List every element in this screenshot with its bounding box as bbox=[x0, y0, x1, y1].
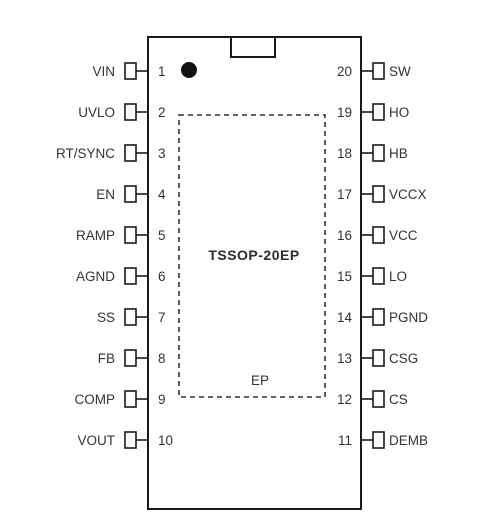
pin-17: VCCX 17 bbox=[337, 185, 427, 203]
pin-name: CSG bbox=[389, 351, 418, 366]
pin-name: UVLO bbox=[78, 105, 115, 120]
pin-lead bbox=[124, 267, 137, 285]
pin-number: 9 bbox=[158, 392, 166, 407]
pin-lead bbox=[124, 226, 137, 244]
pin-lead bbox=[372, 226, 385, 244]
pin-14: PGND 14 bbox=[337, 308, 428, 326]
pin-19: HO 19 bbox=[337, 103, 409, 121]
pin-lead bbox=[124, 431, 137, 449]
pin-number: 19 bbox=[337, 105, 352, 120]
pin-1: VIN 1 bbox=[92, 62, 166, 80]
pin-name: RT/SYNC bbox=[56, 146, 115, 161]
pin-lead bbox=[372, 308, 385, 326]
pin-number: 6 bbox=[158, 269, 166, 284]
pin-number: 7 bbox=[158, 310, 166, 325]
right-pin-group: SW20HO19HB18VCCX17VCC16LO15PGND14CSG13CS… bbox=[337, 62, 428, 449]
pin-15: LO 15 bbox=[337, 267, 407, 285]
pin-10: VOUT 10 bbox=[77, 431, 173, 449]
exposed-pad-outline bbox=[178, 114, 326, 398]
pin-lead bbox=[124, 185, 137, 203]
pin-number: 20 bbox=[337, 64, 352, 79]
pin-name: VOUT bbox=[77, 433, 115, 448]
pin-2: UVLO 2 bbox=[78, 103, 166, 121]
pin-lead bbox=[124, 390, 137, 408]
pin-lead bbox=[124, 308, 137, 326]
pin-number: 14 bbox=[337, 310, 353, 325]
ic-package-body bbox=[147, 36, 362, 510]
pin-lead bbox=[124, 62, 137, 80]
pin-8: FB 8 bbox=[98, 349, 166, 367]
pin-name: DEMB bbox=[389, 433, 428, 448]
pin-name: EN bbox=[96, 187, 115, 202]
pin-number: 8 bbox=[158, 351, 166, 366]
pin-name: CS bbox=[389, 392, 408, 407]
pin-3: RT/SYNC 3 bbox=[56, 144, 166, 162]
pin-name: VIN bbox=[92, 64, 115, 79]
pin-name: AGND bbox=[76, 269, 115, 284]
pin-number: 5 bbox=[158, 228, 166, 243]
pin-name: HO bbox=[389, 105, 409, 120]
pin-number: 4 bbox=[158, 187, 166, 202]
pin-16: VCC 16 bbox=[337, 226, 418, 244]
pin-lead bbox=[124, 103, 137, 121]
pin-11: DEMB 11 bbox=[338, 431, 428, 449]
pin-12: CS 12 bbox=[337, 390, 408, 408]
pin-lead bbox=[372, 390, 385, 408]
pin-7: SS 7 bbox=[97, 308, 166, 326]
pin-lead bbox=[372, 103, 385, 121]
pin-number: 15 bbox=[337, 269, 352, 284]
pin-6: AGND 6 bbox=[76, 267, 166, 285]
pin-name: FB bbox=[98, 351, 115, 366]
pin-lead bbox=[372, 431, 385, 449]
pin-number: 13 bbox=[337, 351, 352, 366]
pin-number: 11 bbox=[338, 433, 352, 448]
pin-number: 2 bbox=[158, 105, 166, 120]
pin-13: CSG 13 bbox=[337, 349, 418, 367]
pin-name: PGND bbox=[389, 310, 428, 325]
pin1-marker-dot bbox=[181, 62, 197, 78]
pin-lead bbox=[124, 144, 137, 162]
pin-9: COMP 9 bbox=[75, 390, 166, 408]
package-name-label: TSSOP-20EP bbox=[208, 247, 299, 263]
package-notch bbox=[230, 36, 276, 58]
pin-lead bbox=[372, 267, 385, 285]
pin-4: EN 4 bbox=[96, 185, 166, 203]
pin-number: 10 bbox=[158, 433, 173, 448]
pin-number: 16 bbox=[337, 228, 352, 243]
pin-name: SS bbox=[97, 310, 115, 325]
pin-lead bbox=[372, 349, 385, 367]
pin-5: RAMP 5 bbox=[76, 226, 166, 244]
pin-name: LO bbox=[389, 269, 407, 284]
pin-name: HB bbox=[389, 146, 408, 161]
exposed-pad-label: EP bbox=[251, 373, 269, 388]
pin-20: SW 20 bbox=[337, 62, 411, 80]
pin-18: HB 18 bbox=[337, 144, 408, 162]
pin-number: 12 bbox=[337, 392, 352, 407]
pin-number: 18 bbox=[337, 146, 352, 161]
pin-lead bbox=[372, 144, 385, 162]
pin-name: SW bbox=[389, 64, 411, 79]
pin-lead bbox=[372, 185, 385, 203]
pin-number: 3 bbox=[158, 146, 166, 161]
pin-lead bbox=[124, 349, 137, 367]
pin-name: RAMP bbox=[76, 228, 115, 243]
pin-number: 1 bbox=[158, 64, 166, 79]
pin-lead bbox=[372, 62, 385, 80]
pin-name: COMP bbox=[75, 392, 116, 407]
pin-name: VCC bbox=[389, 228, 418, 243]
pin-name: VCCX bbox=[389, 187, 427, 202]
pin-number: 17 bbox=[337, 187, 352, 202]
